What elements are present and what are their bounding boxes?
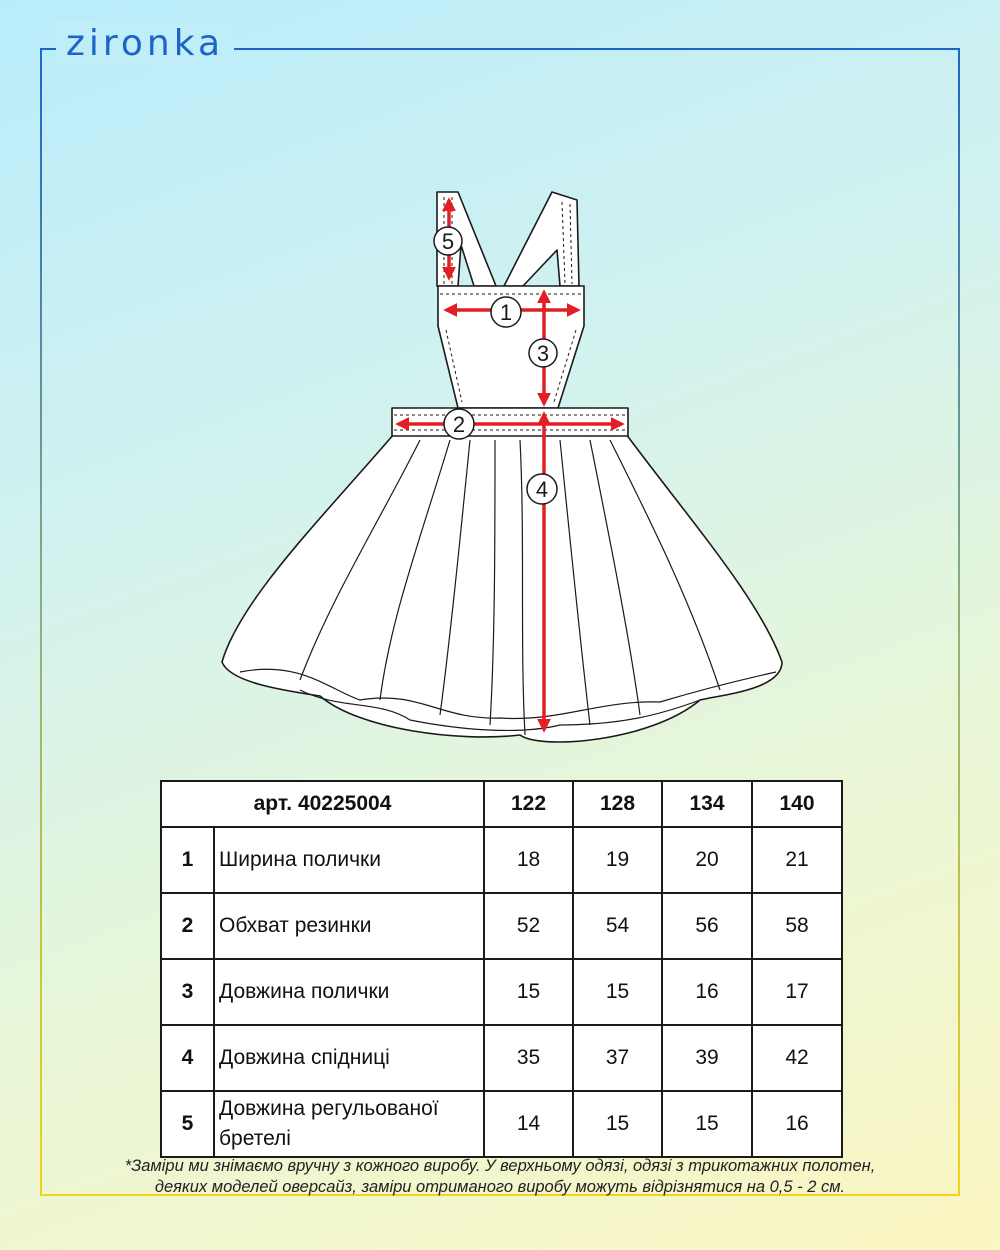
measurement-value: 56 — [661, 892, 753, 960]
marker-1 — [490, 296, 522, 328]
measurement-value: 54 — [572, 892, 663, 960]
measurement-value: 52 — [483, 892, 574, 960]
measurement-value: 58 — [751, 892, 843, 960]
marker-2 — [443, 408, 475, 440]
measurement-value: 21 — [751, 826, 843, 894]
size-table: арт. 40225004 122 128 134 140 1 Ширина п… — [160, 780, 843, 1158]
row-number: 2 — [160, 892, 215, 960]
measurement-name: Довжина регульованої бретелі — [213, 1090, 485, 1158]
measurement-disclaimer: *Заміри ми знімаємо вручну з кожного вир… — [40, 1156, 960, 1198]
measurement-name: Ширина полички — [213, 826, 485, 894]
marker-4-label: 4 — [536, 477, 548, 502]
measurement-value: 37 — [572, 1024, 663, 1092]
measurement-value: 15 — [572, 1090, 663, 1158]
table-row: 4 Довжина спідниці 35 37 39 42 — [160, 1024, 843, 1092]
measurement-value: 15 — [572, 958, 663, 1026]
row-number: 5 — [160, 1090, 215, 1158]
size-header: 128 — [572, 780, 663, 828]
size-header: 140 — [751, 780, 843, 828]
marker-3 — [528, 338, 558, 368]
row-number: 3 — [160, 958, 215, 1026]
table-row: 5 Довжина регульованої бретелі 14 15 15 … — [160, 1090, 843, 1158]
size-header: 122 — [483, 780, 574, 828]
row-number: 1 — [160, 826, 215, 894]
table-row: 3 Довжина полички 15 15 16 17 — [160, 958, 843, 1026]
disclaimer-line: *Заміри ми знімаємо вручну з кожного вир… — [124, 1157, 876, 1175]
row-number: 4 — [160, 1024, 215, 1092]
measurement-value: 42 — [751, 1024, 843, 1092]
marker-5 — [433, 226, 463, 256]
measurement-name: Довжина спідниці — [213, 1024, 485, 1092]
measurement-value: 20 — [661, 826, 753, 894]
disclaimer-line: деяких моделей оверсайз, заміри отримано… — [154, 1178, 846, 1196]
measurement-value: 16 — [751, 1090, 843, 1158]
marker-5-label: 5 — [442, 229, 454, 254]
measurement-value: 19 — [572, 826, 663, 894]
measurement-value: 14 — [483, 1090, 574, 1158]
marker-3-label: 3 — [537, 341, 549, 366]
measurement-name: Обхват резинки — [213, 892, 485, 960]
measurement-value: 15 — [483, 958, 574, 1026]
garment-diagram: 5 1 3 2 4 — [221, 191, 783, 743]
brand-logo: zironka — [56, 20, 235, 68]
measurement-value: 39 — [661, 1024, 753, 1092]
table-header-row: арт. 40225004 122 128 134 140 — [160, 780, 843, 828]
skirt — [221, 433, 783, 743]
marker-4 — [526, 473, 558, 505]
measurement-value: 17 — [751, 958, 843, 1026]
right-strap — [503, 191, 580, 287]
table-row: 1 Ширина полички 18 19 20 21 — [160, 826, 843, 894]
measurement-value: 18 — [483, 826, 574, 894]
waistband — [391, 407, 629, 437]
measurement-value: 16 — [661, 958, 753, 1026]
article-number: арт. 40225004 — [160, 780, 485, 828]
marker-2-label: 2 — [453, 412, 465, 437]
table-row: 2 Обхват резинки 52 54 56 58 — [160, 892, 843, 960]
measurement-name: Довжина полички — [213, 958, 485, 1026]
marker-1-label: 1 — [500, 300, 512, 325]
measurement-value: 15 — [661, 1090, 753, 1158]
measurement-value: 35 — [483, 1024, 574, 1092]
size-header: 134 — [661, 780, 753, 828]
